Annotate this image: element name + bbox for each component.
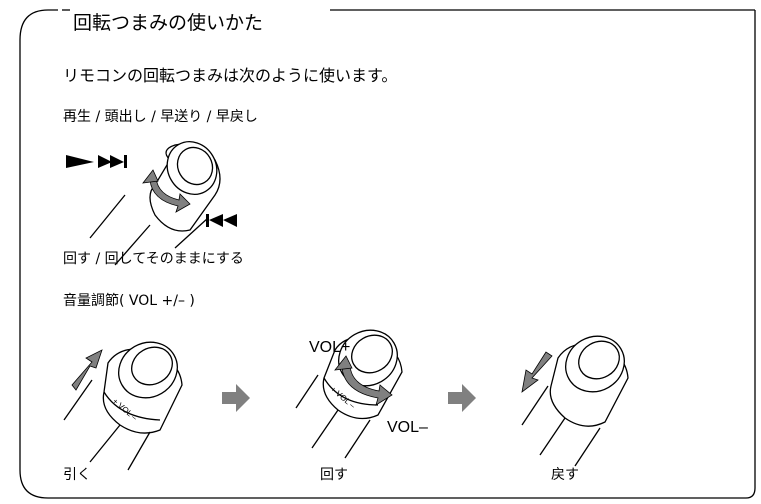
pull-arrow	[71, 349, 103, 391]
return-arrow	[521, 351, 553, 393]
previous-track-icon	[206, 214, 237, 227]
knob-pull: + VOL –	[63, 341, 183, 471]
section-heading-volume: 音量調節( VOL +/– )	[63, 293, 195, 309]
step-arrow-icon	[448, 384, 476, 412]
knob-turn: + VOL –	[295, 329, 403, 459]
step-caption-turn: 回す	[320, 467, 348, 483]
section-caption-playback: 回す / 回してそのままにする	[63, 251, 244, 267]
step-caption-return: 戻す	[551, 467, 579, 483]
step-caption-pull: 引く	[63, 467, 91, 483]
next-track-icon	[98, 155, 127, 168]
knob-return	[521, 335, 629, 467]
vol-plus-label: VOL+	[309, 339, 351, 356]
vol-minus-label: VOL–	[387, 419, 428, 436]
rotate-arrow	[142, 169, 191, 213]
intro-text: リモコンの回転つまみは次のように使います。	[63, 66, 398, 85]
step-arrow-icon	[222, 384, 250, 412]
section-heading-playback: 再生 / 頭出し / 早送り / 早戻し	[63, 109, 258, 125]
rotary-knob	[149, 141, 221, 232]
page-title: 回転つまみの使いかた	[73, 12, 264, 34]
play-icon	[66, 155, 94, 168]
rotate-arrow	[341, 365, 393, 406]
